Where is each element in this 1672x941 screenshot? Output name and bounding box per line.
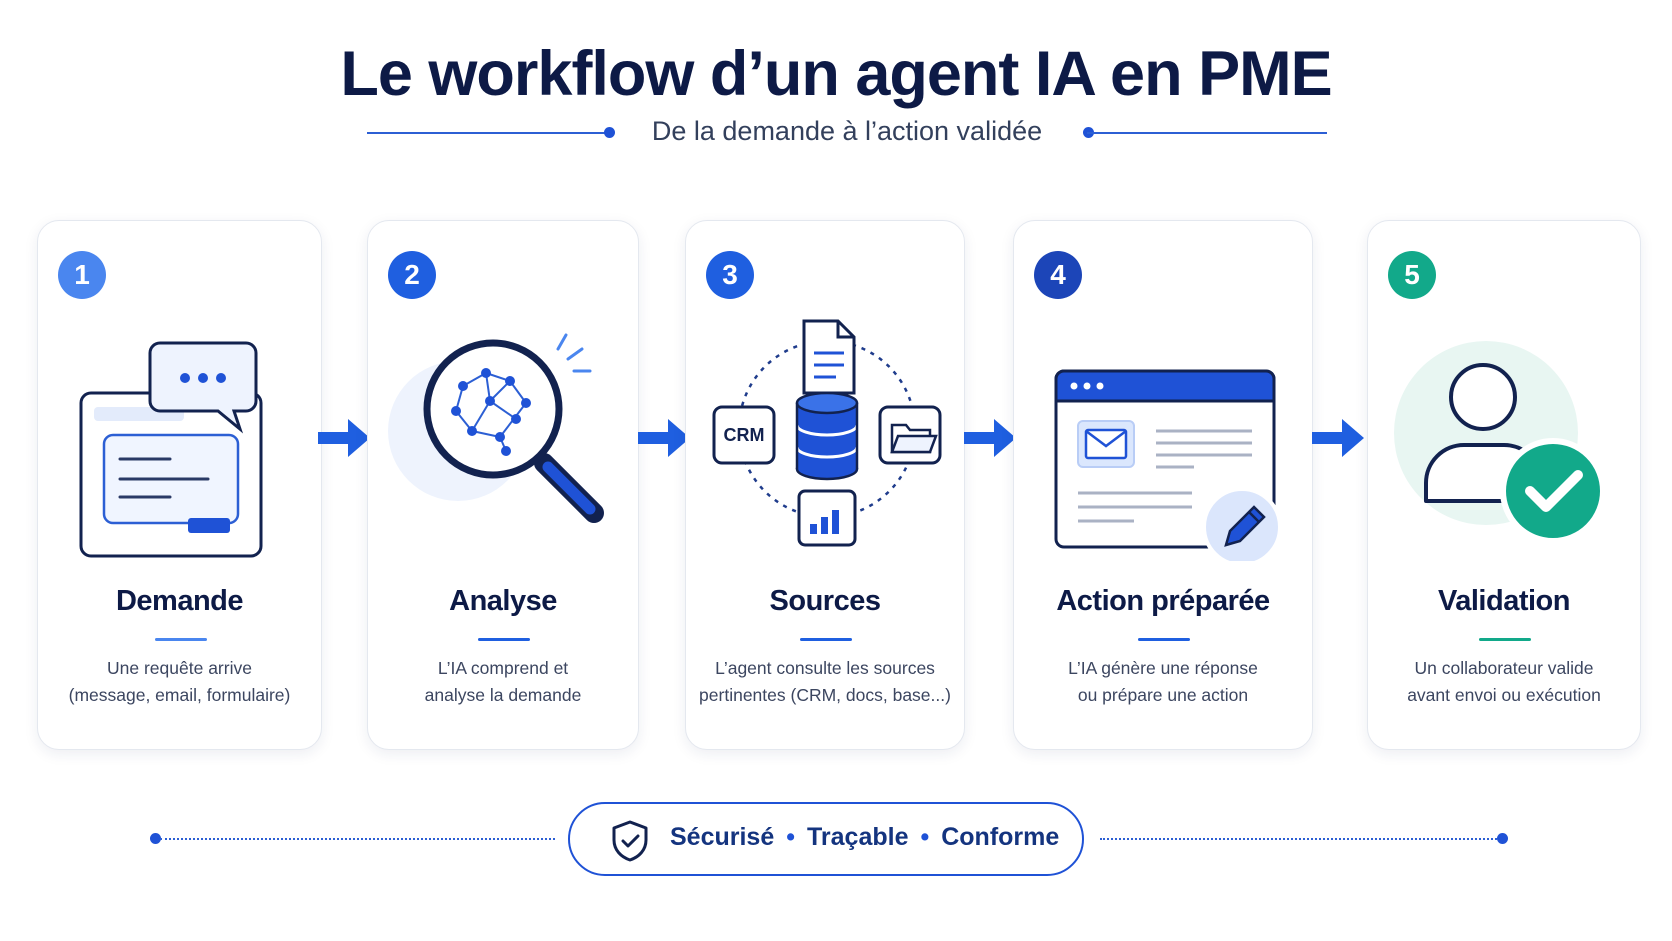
step-description: L’IA génère une réponse ou prépare une a… <box>1024 655 1302 709</box>
step-divider <box>800 638 852 641</box>
step-description-line: avant envoi ou exécution <box>1407 685 1601 705</box>
step-description-line: L’IA comprend et <box>437 658 569 678</box>
step-divider <box>1479 638 1531 641</box>
page-title: Le workflow d’un agent IA en PME <box>340 39 1332 109</box>
step-description-line: analyse la demande <box>424 685 582 705</box>
subtitle-row: De la demande à l’action validée <box>367 112 1327 152</box>
step-description-line: (message, email, formulaire) <box>68 685 291 705</box>
step-description: L’IA comprend et analyse la demande <box>378 655 628 709</box>
user-check-icon <box>1368 291 1640 561</box>
arrow-right-icon <box>1312 419 1364 457</box>
chat-request-icon <box>38 291 321 561</box>
footer-line-right <box>1100 838 1500 840</box>
trust-badge: Sécurisé • Traçable • Conforme <box>568 802 1084 876</box>
step-number-badge: 5 <box>1388 251 1436 299</box>
magnifier-network-icon <box>368 291 638 561</box>
step-number-badge: 3 <box>706 251 754 299</box>
arrow-right-icon <box>638 419 690 457</box>
footer-dot-left <box>150 833 161 844</box>
step-number-badge: 2 <box>388 251 436 299</box>
step-card-analyse: 2 Analyse <box>367 220 639 750</box>
step-divider <box>155 638 207 641</box>
trust-label-traceable: Traçable <box>807 823 909 851</box>
step-title: Analyse <box>449 585 557 617</box>
subtitle-dot-left <box>604 127 615 138</box>
step-description: Un collaborateur valide avant envoi ou e… <box>1378 655 1630 709</box>
step-description-line: pertinentes (CRM, docs, base...) <box>699 685 951 705</box>
step-card-validation: 5 Validation Un collaborateur valide ava… <box>1367 220 1641 750</box>
step-title: Action préparée <box>1056 585 1270 617</box>
trust-separator: • <box>786 823 796 851</box>
arrow-right-icon <box>964 419 1016 457</box>
step-card-demande: 1 Demande Une requête arrive (message, e… <box>37 220 322 750</box>
step-divider <box>1138 638 1190 641</box>
subtitle: De la demande à l’action validée <box>651 116 1043 146</box>
step-card-sources: 3 <box>685 220 965 750</box>
step-description-line: L’agent consulte les sources <box>715 658 935 678</box>
email-draft-icon <box>1014 291 1312 567</box>
step-description-line: ou prépare une action <box>1077 685 1249 705</box>
step-description: Une requête arrive (message, email, form… <box>48 655 311 709</box>
step-title: Demande <box>115 585 244 617</box>
footer-dot-right <box>1497 833 1508 844</box>
step-title: Sources <box>769 585 881 617</box>
step-description-line: L’IA génère une réponse <box>1068 658 1258 678</box>
trust-label-compliant: Conforme <box>941 823 1060 851</box>
trust-labels: Sécurisé • Traçable • Conforme <box>670 823 1059 852</box>
trust-label-secure: Sécurisé <box>670 823 775 851</box>
subtitle-line-right <box>1087 132 1327 134</box>
footer-line-left <box>160 838 555 840</box>
step-description-line: Un collaborateur valide <box>1414 658 1594 678</box>
arrow-right-icon <box>318 419 370 457</box>
step-number-badge: 4 <box>1034 251 1082 299</box>
step-title: Validation <box>1438 585 1570 617</box>
step-description: L’agent consulte les sources pertinentes… <box>696 655 954 709</box>
step-description-line: Une requête arrive <box>107 658 252 678</box>
step-card-action: 4 Action préparée L’IA génère une répons… <box>1013 220 1313 750</box>
database-sources-icon: CRM <box>686 291 964 561</box>
trust-separator: • <box>920 823 930 851</box>
step-number-badge: 1 <box>58 251 106 299</box>
shield-check-icon <box>612 820 648 862</box>
crm-label: CRM <box>723 425 765 445</box>
step-divider <box>478 638 530 641</box>
subtitle-line-left <box>367 132 607 134</box>
